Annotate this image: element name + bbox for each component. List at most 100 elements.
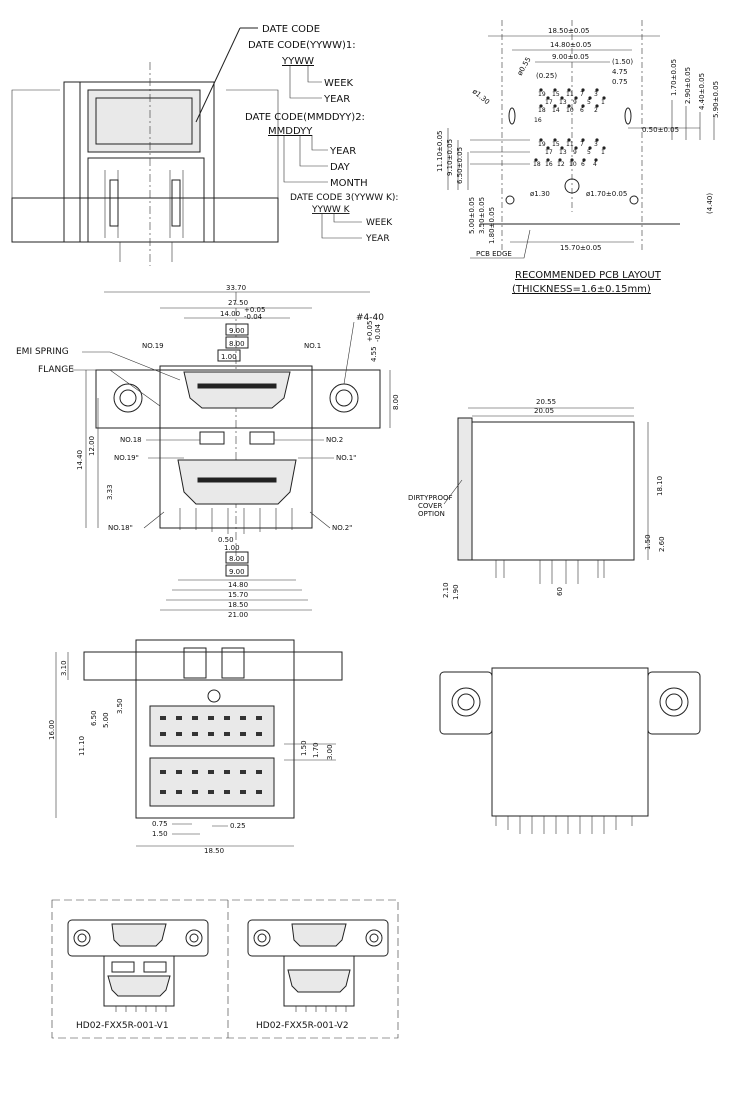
pin-number: 11: [566, 91, 574, 98]
front-dim-27-50: 27.50: [228, 299, 248, 307]
bottom-dim-11-10: 11.10: [78, 736, 86, 756]
bottom-pad: [208, 790, 214, 794]
pcb-dim-2-90: 2.90±0.05: [684, 67, 692, 104]
front-no18-prime: NO.18": [108, 524, 133, 532]
bottom-pad: [240, 732, 246, 736]
front-dim-18-50: 18.50: [228, 601, 248, 609]
pcb-pad: [570, 158, 574, 162]
pcb-dim-15-70: 15.70±0.05: [560, 244, 602, 252]
pcb-pad: [539, 138, 543, 142]
pcb-dim-0-25: (0.25): [536, 72, 557, 80]
date-code-3: YYWW K: [311, 205, 351, 215]
pcb-dim-dia-1-30b: ø1.30: [530, 190, 550, 198]
pcb-pad: [567, 88, 571, 92]
side-dim-20-55: 20.55: [536, 398, 556, 406]
bottom-dim-1-50: 1.50: [300, 740, 308, 756]
bottom-pad: [240, 790, 246, 794]
pcb-dim-1-70: 1.70±0.05: [670, 59, 678, 96]
top-view: [11, 27, 279, 266]
front-emi-spring: EMI SPRING: [16, 347, 69, 357]
pin-number: 19: [538, 91, 546, 98]
bottom-dim-1-50b: 1.50: [152, 830, 168, 838]
bottom-pad: [176, 790, 182, 794]
pcb-layout: 18.50±0.05 14.80±0.05 9.00±0.05 (1.50) 4…: [436, 20, 720, 295]
bottom-pad: [208, 770, 214, 774]
pcb-pad: [546, 158, 550, 162]
bottom-pad: [224, 770, 230, 774]
front-dim-14-00-tol-upper: +0.05: [244, 306, 265, 314]
pin-number: 4: [593, 161, 597, 168]
side-dirtyproof-1: DIRTYPROOF: [408, 494, 453, 502]
pcb-dim-0-75: 0.75: [612, 78, 628, 86]
pcb-pad: [539, 104, 543, 108]
date-code-yyww-title: DATE CODE(YYWW)1:: [248, 40, 356, 51]
pcb-pad: [539, 88, 543, 92]
pcb-pad: [602, 146, 606, 150]
pcb-dim-dia-1-70: ø1.70±0.05: [586, 190, 627, 198]
pcb-pad: [560, 96, 564, 100]
bottom-pad: [176, 732, 182, 736]
pcb-pad: [588, 96, 592, 100]
pcb-pad: [595, 104, 599, 108]
side-dirtyproof-2: COVER: [418, 502, 442, 510]
pcb-pad: [553, 88, 557, 92]
bottom-dim-0-25: 0.25: [230, 822, 246, 830]
side-dim-2-10: 2.10: [442, 582, 450, 598]
pcb-pad: [567, 104, 571, 108]
pin-number: 15: [552, 141, 560, 148]
pin-number: 19: [538, 141, 546, 148]
pcb-dim-dia-0-55: ø0.55: [516, 56, 533, 77]
pin-number: 7: [580, 91, 584, 98]
date-code-year: YEAR: [323, 94, 350, 105]
pcb-pad: [602, 96, 606, 100]
pin-number: 3: [594, 91, 598, 98]
pin-number: 13: [559, 99, 567, 106]
pcb-dim-5-90: 5.90±0.05: [712, 81, 720, 118]
pin-number: 11: [566, 141, 574, 148]
front-dim-0-50: 0.50: [218, 536, 234, 544]
bottom-dim-6-50: 6.50: [90, 710, 98, 726]
variant-v1-drawing: [67, 919, 209, 1012]
pin-number: 12: [557, 161, 565, 168]
bottom-view: 3.10 16.00 6.50 5.00 3.50 11.10 1.50 1.7…: [48, 639, 343, 855]
rear-view: [439, 667, 701, 834]
pcb-pad: [567, 138, 571, 142]
front-dim-12-00: 12.00: [88, 436, 96, 456]
variant-v1-label: HD02-FXX5R-001-V1: [76, 1021, 169, 1031]
pcb-dim-11-10: 11.10±0.05: [436, 131, 444, 173]
bottom-pad: [160, 732, 166, 736]
pin-number: 18: [533, 161, 541, 168]
front-dim-14-00-tol-lower: -0.04: [244, 313, 263, 321]
pcb-dim-dia-1-30a: ø1.30: [471, 87, 491, 106]
pin-number: 6: [580, 107, 584, 114]
bottom-dim-0-75: 0.75: [152, 820, 168, 828]
pin-number: 16: [534, 117, 542, 124]
pcb-dim-9-10: 9.10±0.05: [446, 139, 454, 176]
pcb-pad: [560, 146, 564, 150]
date-code-title: DATE CODE: [262, 24, 320, 35]
bottom-dim-16-00: 16.00: [48, 720, 56, 740]
bottom-pad: [176, 770, 182, 774]
front-dim-1-00: 1.00: [224, 544, 240, 552]
front-box-9-00: 9.00: [229, 327, 245, 335]
front-dim-8-00: 8.00: [392, 394, 400, 410]
pin-number: 6: [581, 161, 585, 168]
pin-number: 10: [566, 107, 574, 114]
pcb-pad: [588, 146, 592, 150]
bottom-dim-18-50: 18.50: [204, 847, 224, 855]
variant-v2-drawing: [247, 919, 389, 1012]
front-no19: NO.19: [142, 342, 164, 350]
bottom-pad: [256, 770, 262, 774]
pcb-dim-18-50: 18.50±0.05: [548, 27, 590, 35]
front-no1: NO.1: [304, 342, 321, 350]
bottom-pad: [224, 790, 230, 794]
front-dim-14-40: 14.40: [76, 450, 84, 470]
front-box-1-00: 1.00: [221, 353, 237, 361]
front-screw: #4-40: [356, 313, 384, 323]
bottom-pad: [208, 716, 214, 720]
pin-number: 18: [538, 107, 546, 114]
date-code-month: MONTH: [330, 178, 368, 189]
side-dim-1-90: 1.90: [452, 584, 460, 600]
pin-number: 1: [601, 99, 605, 106]
